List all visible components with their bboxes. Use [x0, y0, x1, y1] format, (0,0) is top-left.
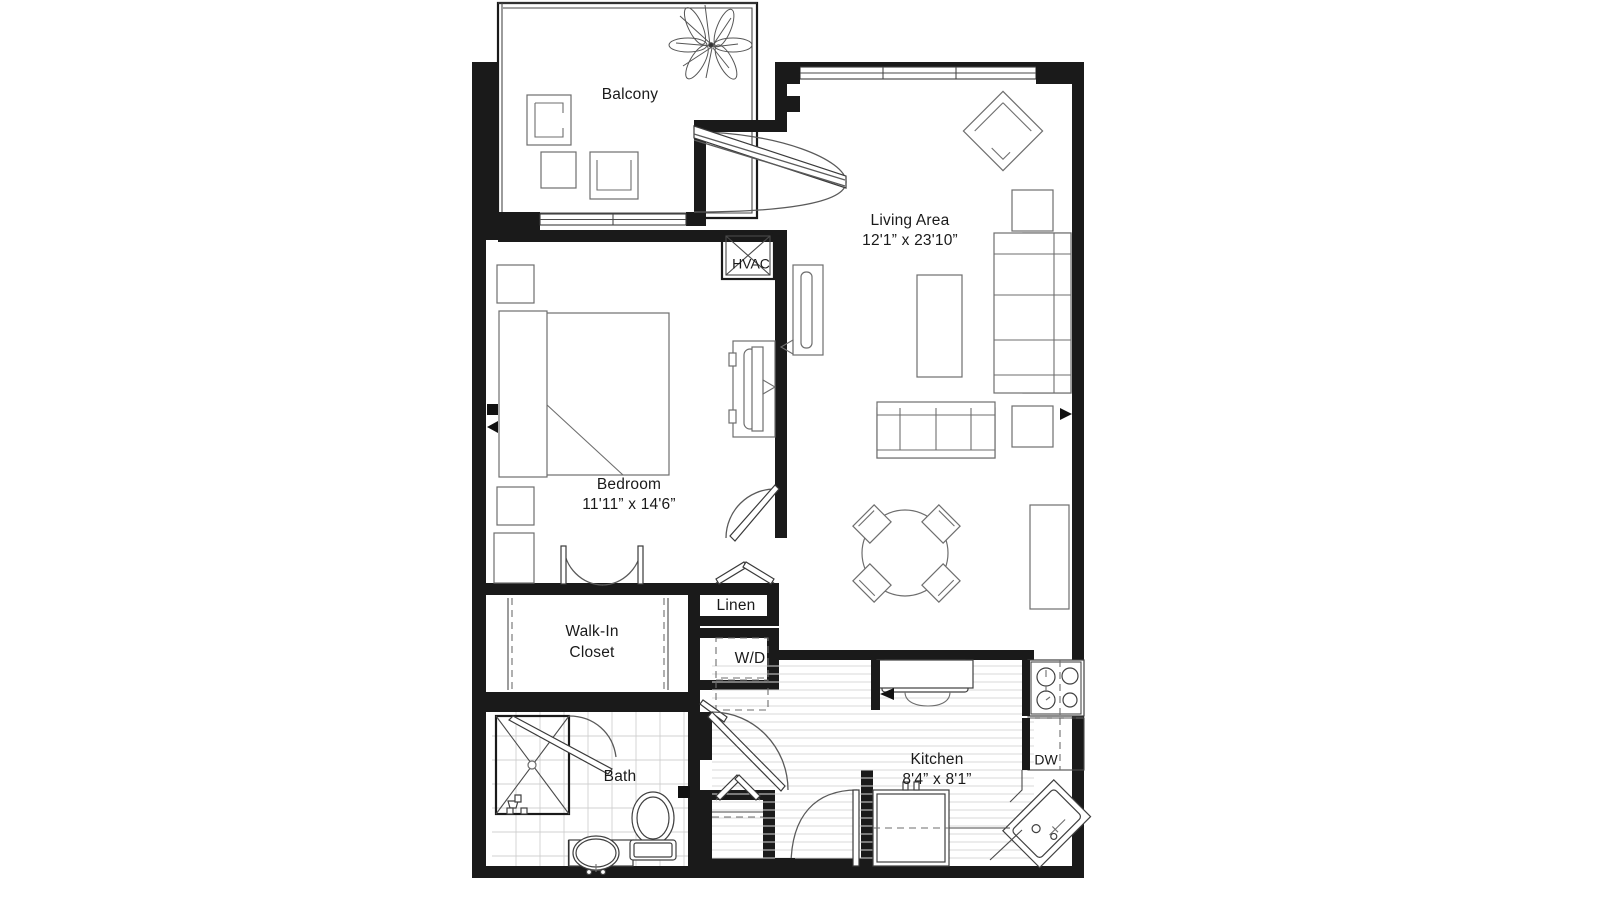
bedroom-room: Bedroom 11'11” x 14'6” — [487, 264, 824, 586]
dining-chair-bl — [852, 563, 892, 603]
bedroom-entry-door — [725, 484, 780, 542]
living-media-console — [1029, 504, 1070, 610]
bath-shower — [494, 714, 571, 816]
dining-set — [852, 504, 961, 603]
balcony-label: Balcony — [602, 86, 659, 103]
hvac-closet: HVAC — [720, 230, 776, 281]
dining-chair-br — [921, 563, 961, 603]
entry-door — [693, 125, 847, 213]
living-label-dims: 12'1” x 23'10” — [862, 232, 958, 249]
living-sectional — [993, 232, 1072, 394]
bedroom-dresser — [728, 340, 777, 438]
bathroom: Bath — [494, 714, 690, 876]
kitchen-sink — [1002, 779, 1092, 869]
dining-chair-tr — [921, 504, 961, 544]
kitchen-label-dims: 8'4” x 8'1” — [902, 771, 971, 788]
living-side-table-top — [1011, 189, 1054, 232]
balcony-armchair — [589, 151, 639, 200]
hall-door — [707, 711, 789, 792]
linen-closet: Linen — [715, 561, 775, 614]
bath-toilet — [629, 791, 677, 861]
kitchen-label-name: Kitchen — [910, 751, 963, 768]
bath-label: Bath — [604, 768, 637, 785]
living-side-table-bottom — [1011, 405, 1054, 448]
kitchen-refrigerator — [872, 781, 1010, 867]
bedroom-label-dims: 11'11” x 14'6” — [582, 496, 675, 513]
bedroom-label-name: Bedroom — [597, 476, 661, 493]
bedroom-bench — [493, 532, 535, 584]
walk-in-closet: Walk-In Closet — [507, 598, 669, 690]
bath-vanity — [567, 835, 634, 876]
closet-label-line2: Closet — [569, 644, 615, 661]
linen-label: Linen — [717, 597, 756, 614]
washer-dryer-label: W/D — [735, 650, 766, 667]
dining-chair-tl — [852, 504, 892, 544]
living-area-room: Living Area 12'1” x 23'10” — [852, 90, 1072, 610]
living-label-name: Living Area — [871, 212, 950, 229]
kitchen-range — [1022, 659, 1085, 717]
washer-dryer-closet: W/D — [699, 637, 769, 723]
hvac-label: HVAC — [732, 256, 770, 272]
living-accent-chair — [962, 90, 1044, 172]
bedroom-outlet — [487, 404, 498, 415]
balcony-plant — [668, 4, 753, 80]
balcony-room: Balcony — [496, 1, 759, 226]
coat-closet — [712, 774, 763, 818]
wall-stubs — [472, 62, 498, 226]
closet-label-line1: Walk-In — [565, 623, 618, 640]
bedroom-closet-doors — [560, 545, 644, 586]
living-sofa — [876, 401, 996, 459]
balcony-slider-window — [539, 213, 687, 226]
balcony-lounge-chair — [526, 94, 572, 146]
bedroom-nightstand-top — [496, 264, 535, 304]
bedroom-nightstand-bottom — [496, 486, 535, 526]
hall-linen-unit — [779, 264, 824, 356]
bath-door — [508, 715, 617, 775]
dishwasher-label: DW — [1034, 752, 1058, 768]
foyer-walls — [694, 62, 800, 226]
living-arrow-right — [1060, 408, 1072, 420]
living-window — [775, 62, 1072, 84]
kitchen-island — [871, 659, 974, 710]
kitchen-room: DW Kitchen 8'4” x 8'1” — [871, 659, 1092, 869]
balcony-side-table — [540, 151, 577, 189]
bedroom-arrow-left — [487, 421, 498, 433]
bath-outlet — [678, 786, 690, 798]
living-coffee-table — [916, 274, 963, 378]
bedroom-bed — [498, 310, 670, 478]
kitchen-dishwasher: DW — [1022, 717, 1085, 771]
unit-entry-door — [775, 789, 860, 868]
